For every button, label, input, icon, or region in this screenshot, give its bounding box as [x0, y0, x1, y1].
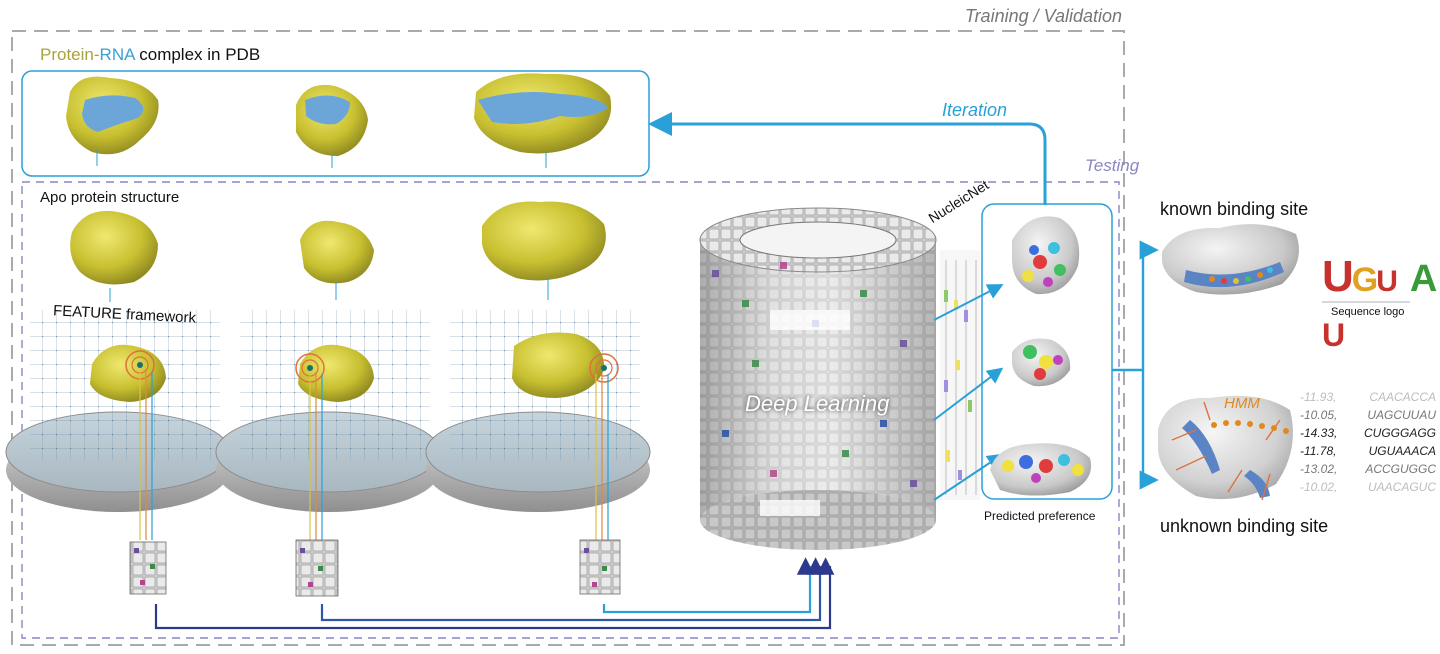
sequence-row: -11.78, UGUAAACA	[1300, 442, 1436, 460]
title-rna: RNA	[99, 45, 135, 64]
apo-protein-1	[70, 210, 158, 302]
logo-letter: U	[1376, 265, 1398, 298]
sequence-text: UAACAGUC	[1367, 480, 1436, 494]
testing-box	[21, 181, 1120, 639]
nucleicnet-feature-maps	[933, 250, 1004, 501]
predicted-structure-1	[1012, 216, 1080, 295]
logo-letter: U	[1322, 252, 1354, 301]
deep-learning-cylinder	[699, 207, 937, 550]
iteration-arrow	[648, 112, 1047, 205]
logo-letter: U	[1322, 317, 1345, 353]
complex-structure-2	[296, 84, 368, 168]
sequence-score: -14.33,	[1300, 426, 1338, 440]
sequence-score: -13.02,	[1300, 462, 1338, 476]
title-rest: complex in PDB	[134, 45, 261, 64]
sequence-score: -11.93,	[1300, 390, 1337, 404]
sequence-logo-caption: Sequence logo	[1331, 306, 1405, 318]
title-dash: -	[93, 45, 100, 64]
logo-letter: G	[1351, 261, 1378, 299]
title-protein: Protein	[40, 45, 94, 64]
iteration-label: Iteration	[942, 100, 1008, 120]
known-binding-site-structure	[1162, 224, 1299, 295]
predicted-structure-2	[1012, 338, 1071, 387]
feature-lines	[139, 372, 609, 540]
sequence-text: ACCGUGGC	[1365, 462, 1436, 476]
known-binding-site-label: known binding site	[1160, 199, 1309, 219]
output-branch-arrows	[1112, 240, 1159, 490]
training-validation-box	[11, 30, 1125, 646]
complex-structure-1	[66, 76, 159, 166]
apo-protein-label: Apo protein structure	[40, 189, 180, 206]
testing-label: Testing	[1085, 156, 1140, 175]
tensor-stack-1	[129, 541, 167, 595]
sequence-score-list: -11.93, CAACACCA -10.05, UAGCUUAU -14.33, C…	[1300, 388, 1436, 496]
sequence-row: -10.05, UAGCUUAU	[1300, 406, 1436, 424]
sequence-text: CAACACCA	[1369, 390, 1436, 404]
pdb-complex-title: Protein-RNA complex in PDB	[40, 45, 260, 65]
feed-lines	[154, 557, 835, 630]
sequence-score: -10.02,	[1300, 480, 1338, 494]
sequence-text: UGUAAACA	[1368, 444, 1436, 458]
predicted-structure-3	[990, 443, 1092, 496]
feature-grid-3	[425, 310, 651, 512]
feature-grid-1	[5, 310, 231, 512]
sequence-row: -13.02, ACCGUGGC	[1300, 460, 1436, 478]
sequence-text: CUGGGAGG	[1363, 426, 1436, 440]
sequence-text: UAGCUUAU	[1367, 408, 1436, 422]
sequence-score: -10.05,	[1300, 408, 1338, 422]
training-validation-label: Training / Validation	[964, 6, 1122, 26]
sequence-row: -10.02, UAACAGUC	[1300, 478, 1436, 496]
predicted-preference-box	[981, 203, 1113, 500]
deep-learning-label: Deep Learning	[745, 391, 890, 416]
hmm-label: HMM	[1224, 395, 1260, 412]
sequence-row: -11.93, CAACACCA	[1300, 388, 1436, 406]
logo-letter: A	[1409, 258, 1437, 300]
unknown-binding-site-label: unknown binding site	[1160, 516, 1329, 536]
apo-protein-3	[482, 201, 606, 300]
unknown-binding-site-structure	[1158, 395, 1293, 501]
tensor-stack-3	[579, 539, 621, 595]
sequence-score: -11.78,	[1300, 444, 1337, 458]
apo-protein-2	[300, 220, 374, 300]
complex-structure-3	[474, 73, 612, 168]
tensor-stack-2	[295, 539, 339, 597]
sequence-row: -14.33, CUGGGAGG	[1300, 424, 1436, 442]
feature-grid-2	[215, 310, 441, 512]
predicted-preference-label: Predicted preference	[984, 509, 1096, 523]
